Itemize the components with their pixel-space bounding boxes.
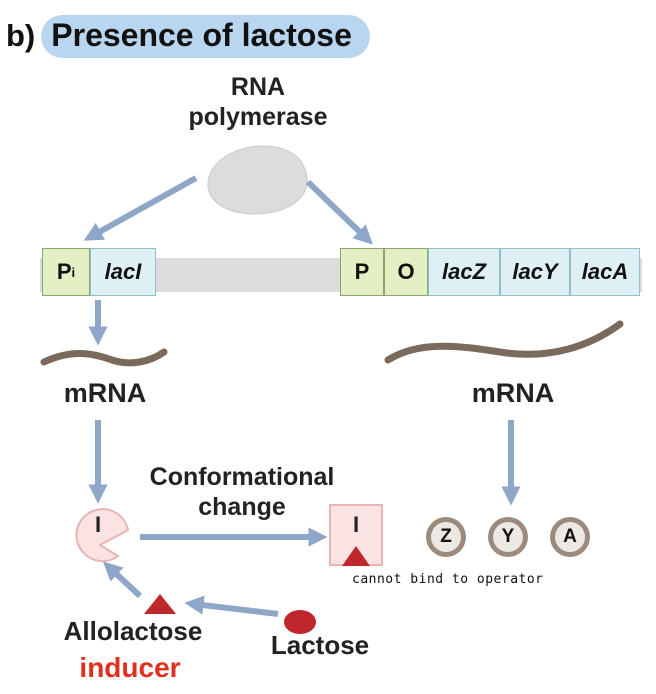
bound-allolactose-shape [342, 546, 370, 566]
arrow-polymerase-to-p [305, 179, 373, 245]
rna-polymerase-shape [207, 145, 308, 215]
gene-promoter: P [340, 248, 384, 296]
conformational-change-label: Conformational change [149, 463, 335, 521]
lactose-label: Lactose [270, 630, 370, 660]
rna-polymerase-label: RNA polymerase [188, 73, 328, 131]
protein-z-label: Z [431, 522, 461, 552]
repressor-active-shape [75, 508, 130, 563]
repressor-inactive-label: I [352, 512, 360, 537]
title-text: Presence of lactose [41, 14, 370, 58]
protein-y: Y [488, 517, 528, 557]
protein-a-label: A [555, 522, 585, 552]
mrna-left-strand [40, 348, 168, 367]
allolactose-shape [144, 594, 176, 614]
lactose-shape [284, 610, 316, 634]
title: b) Presence of lactose [6, 14, 370, 58]
handwritten-note: cannot bind to operator [352, 572, 544, 587]
gene-operator: O [384, 248, 428, 296]
arrow-lactose-to-allolactose [184, 595, 279, 617]
inducer-label: inducer [79, 652, 181, 683]
mrna-right-strand [384, 320, 624, 364]
gene-lacy: lacY [500, 248, 570, 296]
protein-a: A [550, 517, 590, 557]
gene-laca: lacA [570, 248, 640, 296]
gene-pi-main: P [56, 259, 72, 284]
gene-pi-sub: i [71, 264, 76, 280]
protein-z: Z [426, 517, 466, 557]
gene-lacz: lacZ [428, 248, 500, 296]
allolactose-label: Allolactose [63, 616, 203, 646]
gene-laci: lacI [90, 248, 156, 296]
mrna-right-label: mRNA [471, 378, 555, 408]
arrow-polymerase-to-pi [83, 175, 198, 241]
protein-y-label: Y [493, 522, 523, 552]
repressor-active-label: I [94, 512, 102, 537]
mrna-left-label: mRNA [63, 378, 147, 408]
arrow-allolactose-to-repressor [102, 561, 143, 599]
title-prefix: b) [6, 18, 36, 53]
